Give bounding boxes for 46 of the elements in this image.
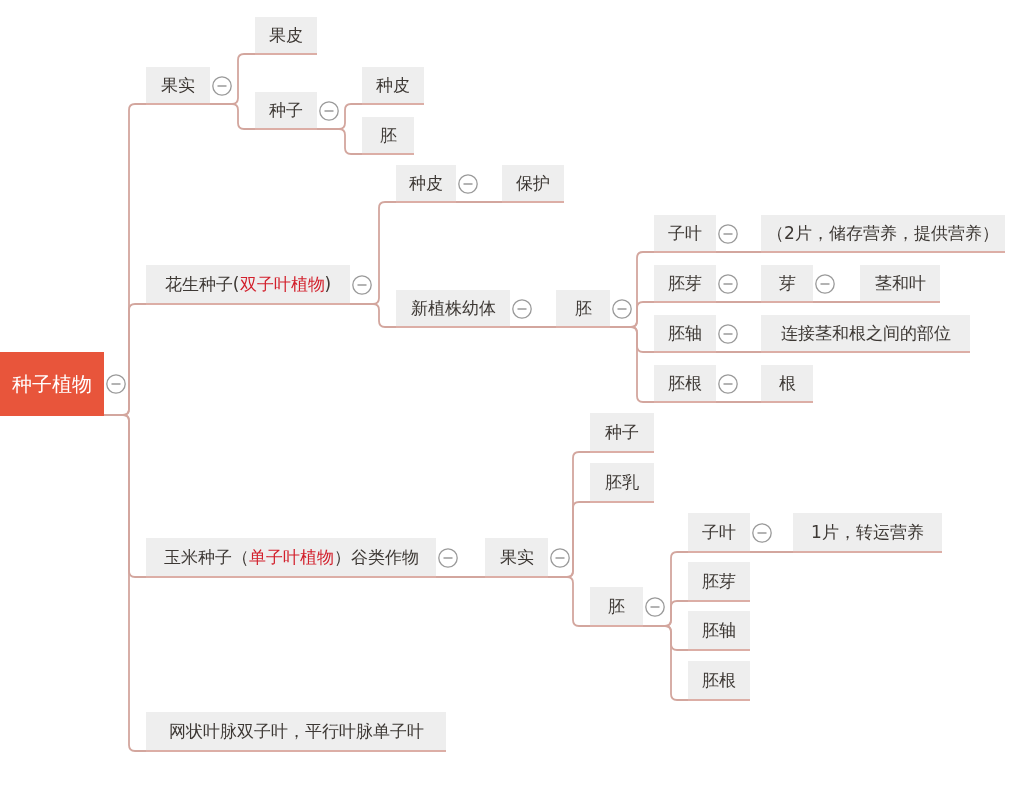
topic-box: 子叶 [688, 513, 750, 553]
topic-box: 茎和叶 [860, 265, 940, 303]
connector-line [209, 103, 256, 130]
topic-box: 种皮 [396, 165, 456, 203]
connector-line [547, 576, 591, 627]
connector-line [642, 625, 689, 701]
connector-line [812, 301, 861, 303]
connector-line [609, 326, 655, 403]
topic-box: 子叶 [654, 215, 716, 253]
connector-line [715, 251, 762, 253]
topic-box: 种子 [590, 413, 654, 453]
connector-line [715, 301, 762, 303]
topic-box: 网状叶脉双子叶，平行叶脉单子叶 [146, 712, 446, 752]
connector-line [455, 201, 503, 203]
topic-box: 种子 [255, 92, 317, 130]
topic-box: 胚轴 [654, 315, 716, 353]
topic-box: （2片，储存营养，提供营养） [761, 215, 1005, 253]
topic-box: 胚 [556, 290, 610, 328]
central-topic-box: 种子植物 [0, 352, 104, 416]
topic-box: 胚芽 [654, 265, 716, 303]
connector-line [509, 326, 557, 328]
connector-line [349, 303, 397, 328]
topic-box: 胚乳 [590, 463, 654, 503]
topic-box: 果实 [485, 538, 548, 578]
topic-box: 花生种子(双子叶植物) [146, 265, 350, 305]
connector-line [715, 401, 762, 403]
connector-line [749, 551, 794, 553]
topic-box: 1片，转运营养 [793, 513, 942, 553]
topic-box: 芽 [761, 265, 813, 303]
topic-box: 保护 [502, 165, 564, 203]
topic-box: 根 [761, 365, 813, 403]
topic-box: 连接茎和根之间的部位 [761, 315, 970, 353]
topic-box: 胚根 [688, 661, 750, 701]
topic-box: 果实 [146, 67, 210, 105]
topic-box: 胚芽 [688, 562, 750, 602]
connector-line [715, 351, 762, 353]
connector-line [316, 128, 363, 155]
topic-box: 胚轴 [688, 611, 750, 651]
topic-box: 新植株幼体 [396, 290, 510, 328]
connector-line [435, 576, 486, 578]
topic-box: 胚根 [654, 365, 716, 403]
topic-box: 玉米种子（单子叶植物）谷类作物 [146, 538, 436, 578]
topic-box: 种皮 [362, 67, 424, 105]
topic-box: 果皮 [255, 17, 317, 55]
topic-box: 胚 [590, 587, 643, 627]
topic-box: 胚 [362, 117, 414, 155]
